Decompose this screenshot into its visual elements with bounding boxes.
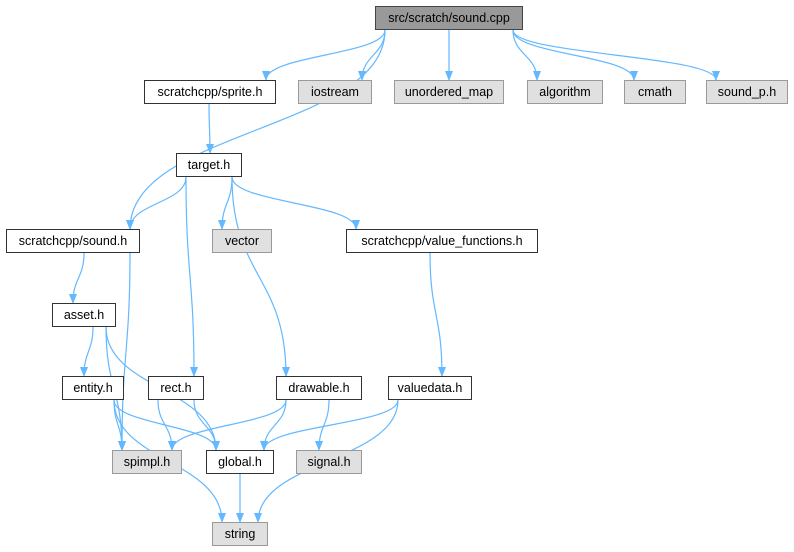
edge-sound_cpp-to-sound_h: [126, 29, 386, 230]
node-label: spimpl.h: [123, 455, 171, 469]
node-label: asset.h: [63, 308, 105, 322]
node-label: drawable.h: [288, 381, 350, 395]
node-label: cmath: [637, 85, 673, 99]
node-label: valuedata.h: [397, 381, 463, 395]
node-sound-p-h: sound_p.h: [706, 80, 788, 104]
node-label: src/scratch/sound.cpp: [388, 11, 510, 25]
edge-sound_h-to-spimpl_h: [118, 252, 131, 451]
node-value-functions-h[interactable]: scratchcpp/value_functions.h: [346, 229, 538, 253]
edge-value_functions_h-to-valuedata_h: [429, 252, 446, 377]
node-global-h[interactable]: global.h: [206, 450, 274, 474]
node-cmath: cmath: [624, 80, 686, 104]
node-unordered-map: unordered_map: [394, 80, 504, 104]
node-entity-h[interactable]: entity.h: [62, 376, 124, 400]
edge-sound_cpp-to-sound_p_h: [512, 29, 720, 81]
edge-drawable_h-to-signal_h: [315, 399, 330, 451]
edge-drawable_h-to-spimpl_h: [168, 399, 287, 451]
node-drawable-h[interactable]: drawable.h: [276, 376, 362, 400]
node-sprite-h[interactable]: scratchcpp/sprite.h: [144, 80, 276, 104]
node-label: scratchcpp/sound.h: [18, 234, 128, 248]
edge-asset_h-to-entity_h: [80, 326, 94, 377]
node-label: algorithm: [539, 85, 591, 99]
node-label: rect.h: [160, 381, 192, 395]
edge-sound_cpp-to-algorithm: [512, 29, 541, 81]
node-iostream: iostream: [298, 80, 372, 104]
edge-target_h-to-drawable_h: [231, 176, 290, 377]
node-label: signal.h: [307, 455, 351, 469]
node-signal-h: signal.h: [296, 450, 362, 474]
node-label: scratchcpp/sprite.h: [157, 85, 263, 99]
edge-sound_cpp-to-cmath: [512, 29, 638, 81]
node-vector: vector: [212, 229, 272, 253]
edge-target_h-to-vector: [218, 176, 233, 230]
node-label: sound_p.h: [717, 85, 777, 99]
node-valuedata-h[interactable]: valuedata.h: [388, 376, 472, 400]
node-label: unordered_map: [404, 85, 494, 99]
edge-rect_h-to-spimpl_h: [157, 399, 176, 451]
node-string: string: [212, 522, 268, 546]
node-label: entity.h: [73, 381, 113, 395]
edge-target_h-to-sound_h: [126, 176, 187, 230]
node-target-h[interactable]: target.h: [176, 153, 242, 177]
node-label: string: [224, 527, 256, 541]
edge-sound_cpp-to-sprite_h: [262, 29, 386, 81]
node-label: global.h: [218, 455, 262, 469]
node-sound-h[interactable]: scratchcpp/sound.h: [6, 229, 140, 253]
edge-target_h-to-rect_h: [185, 176, 198, 377]
node-label: vector: [224, 234, 260, 248]
node-label: scratchcpp/value_functions.h: [361, 234, 523, 248]
node-label: iostream: [311, 85, 359, 99]
node-asset-h[interactable]: asset.h: [52, 303, 116, 327]
edge-sound_h-to-asset_h: [69, 252, 85, 304]
node-label: target.h: [187, 158, 231, 172]
edge-sprite_h-to-target_h: [205, 103, 214, 154]
edge-valuedata_h-to-global_h: [260, 399, 399, 451]
node-sound-cpp: src/scratch/sound.cpp: [375, 6, 523, 30]
edge-target_h-to-value_functions_h: [231, 176, 360, 230]
node-rect-h[interactable]: rect.h: [148, 376, 204, 400]
edge-rect_h-to-global_h: [193, 399, 220, 451]
node-spimpl-h: spimpl.h: [112, 450, 182, 474]
node-algorithm: algorithm: [527, 80, 603, 104]
